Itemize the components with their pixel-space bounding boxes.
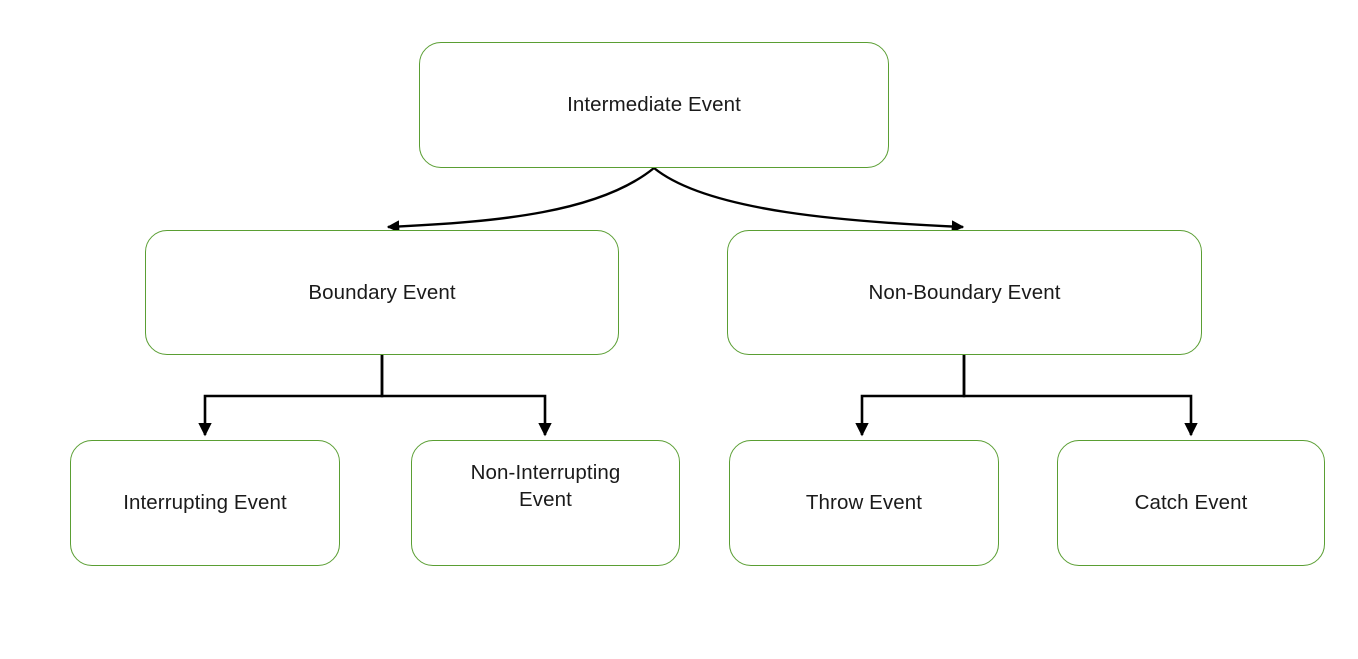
node-non-interrupting-event[interactable]: Non-Interrupting Event: [411, 440, 680, 566]
edge-intermediate-to-non-boundary: [653, 167, 965, 233]
node-boundary-event[interactable]: Boundary Event: [145, 230, 619, 355]
node-label-catch-event: Catch Event: [1134, 491, 1248, 515]
node-non-boundary-event[interactable]: Non-Boundary Event: [727, 230, 1202, 355]
edge-intermediate-to-boundary: [386, 167, 655, 233]
node-label-throw-event: Throw Event: [805, 491, 923, 515]
node-label-interrupting-event: Interrupting Event: [123, 491, 287, 515]
node-label-non-boundary-event: Non-Boundary Event: [868, 280, 1061, 304]
node-interrupting-event[interactable]: Interrupting Event: [70, 440, 340, 566]
node-label-boundary-event: Boundary Event: [308, 280, 456, 304]
node-throw-event[interactable]: Throw Event: [729, 440, 999, 566]
edge-non-boundary-to-throw: [855, 355, 966, 437]
edge-non-boundary-to-catch: [962, 355, 1198, 437]
node-catch-event[interactable]: Catch Event: [1057, 440, 1325, 566]
edge-boundary-to-non-interrupting: [380, 355, 552, 437]
edge-boundary-to-interrupting: [198, 355, 384, 437]
node-intermediate-event[interactable]: Intermediate Event: [419, 42, 889, 168]
node-label-intermediate-event: Intermediate Event: [567, 93, 741, 117]
node-label-non-interrupting-event: Non-Interrupting Event: [470, 461, 621, 512]
